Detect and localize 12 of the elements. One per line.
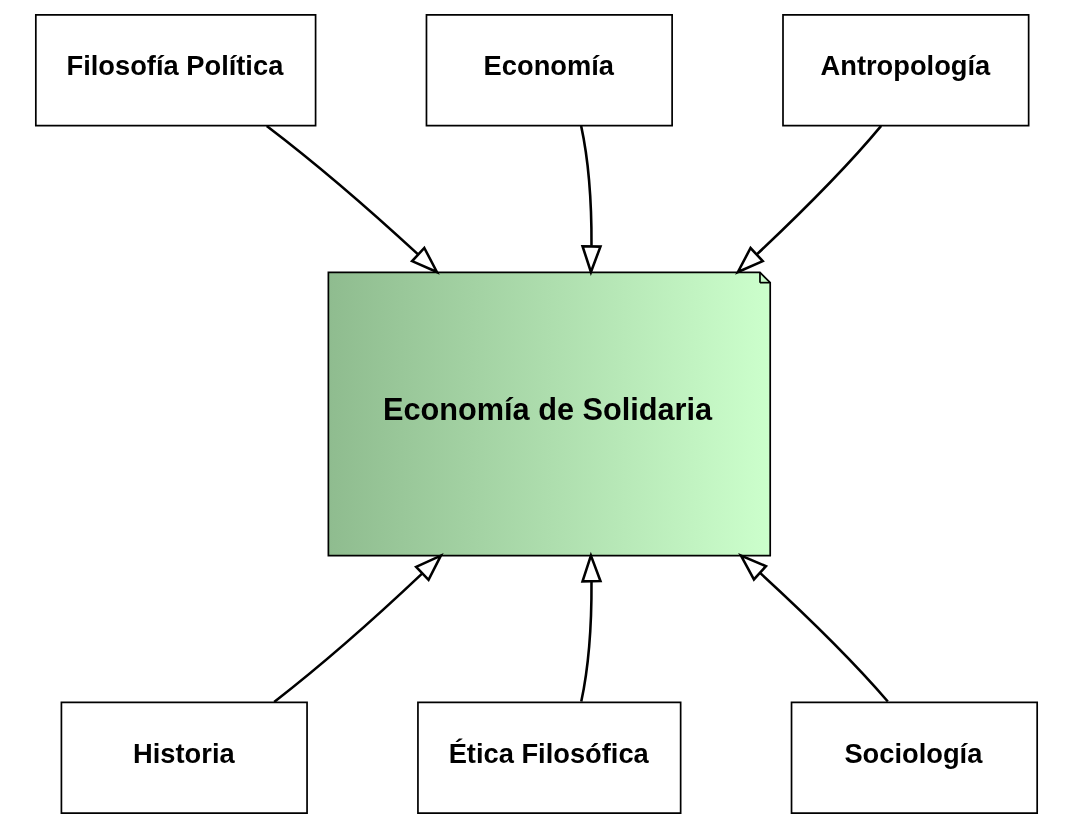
- node-box: Sociología: [790, 701, 1038, 815]
- arrow: [265, 124, 440, 275]
- arrow: [579, 551, 602, 702]
- arrow: [737, 553, 889, 703]
- node-box: Antropología: [781, 13, 1029, 127]
- node-box: Economía: [425, 13, 673, 127]
- arrow: [734, 125, 882, 275]
- arrow: [579, 125, 602, 276]
- node-box: Ética Filosófica: [416, 701, 681, 815]
- node-box: Historia: [60, 701, 308, 815]
- node-box: Filosofía Política: [34, 13, 316, 127]
- arrow: [272, 552, 444, 703]
